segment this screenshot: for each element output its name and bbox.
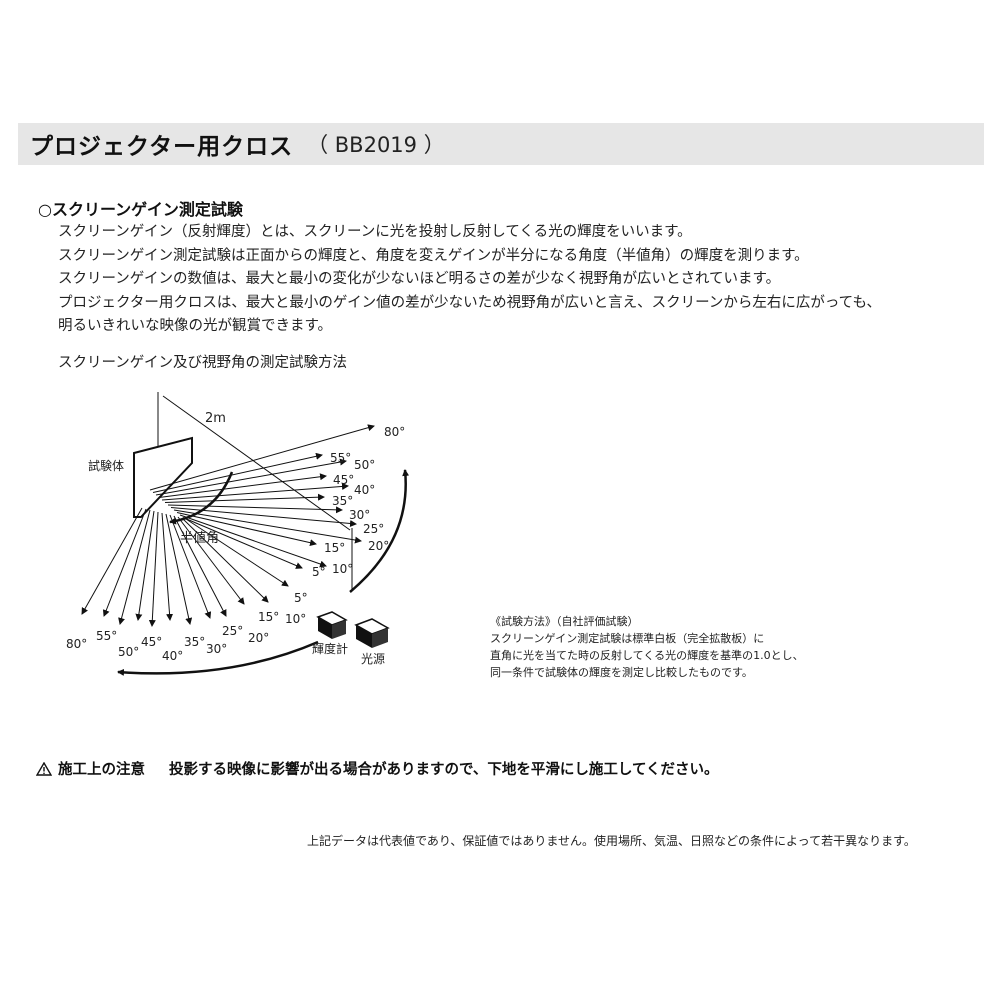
luminance-meter-icon xyxy=(316,611,348,639)
ray-arrow xyxy=(185,518,289,587)
ray-arrow xyxy=(161,482,349,501)
method-line: 直角に光を当てた時の反射してくる光の輝度を基準の1.0とし、 xyxy=(490,649,804,662)
ray-arrow xyxy=(176,512,317,547)
angle-label: 15° xyxy=(258,610,279,624)
ray-arrow xyxy=(102,508,147,617)
angle-label: 20° xyxy=(368,539,389,553)
warning-triangle-icon xyxy=(36,761,52,776)
ray-arrow xyxy=(177,516,245,605)
ray-arrow xyxy=(118,509,151,625)
diagram-caption: スクリーンゲイン及び視野角の測定試験方法 xyxy=(58,355,347,371)
angle-label: 50° xyxy=(354,458,375,472)
description: スクリーンゲイン（反射輝度）とは、スクリーンに光を投射し反射してくる光の輝度をい… xyxy=(58,221,988,339)
page-title: プロジェクター用クロス xyxy=(30,134,294,160)
light-label: 光源 xyxy=(361,652,385,666)
ray-arrow xyxy=(152,452,323,493)
description-line: スクリーンゲイン（反射輝度）とは、スクリーンに光を投射し反射してくる光の輝度をい… xyxy=(58,224,692,240)
light-source-icon xyxy=(354,618,390,648)
ray-arrow xyxy=(182,517,303,569)
test-method-note: 《試験方法》（自社評価試験） スクリーンゲイン測定試験は標準白板（完全拡散板）に… xyxy=(490,613,804,681)
caution-text: 投影する映像に影響が出る場合がありますので、下地を平滑にし施工してください。 xyxy=(169,762,719,778)
caution-label: 施工上の注意 xyxy=(58,762,145,778)
product-code: （ BB2019 ） xyxy=(307,133,445,157)
section-heading: ○スクリーンゲイン測定試験 xyxy=(38,200,243,219)
angle-label: 25° xyxy=(363,522,384,536)
angle-label: 30° xyxy=(206,642,227,656)
ray-arrow xyxy=(173,515,227,617)
method-line: 《試験方法》（自社評価試験） xyxy=(490,615,639,628)
caution-notice: 施工上の注意 投影する映像に影響が出る場合がありますので、下地を平滑にし施工して… xyxy=(36,758,719,779)
bottom-ray-fan xyxy=(81,507,289,627)
ray-arrow xyxy=(148,511,159,627)
sweep-arrow-bottom xyxy=(117,640,319,676)
angle-label: 15° xyxy=(324,541,345,555)
ray-arrow xyxy=(149,424,375,491)
ray-arrow xyxy=(135,510,155,621)
ray-arrow xyxy=(169,514,212,619)
ray-arrow xyxy=(164,493,325,503)
angle-label: 40° xyxy=(354,483,375,497)
description-line: プロジェクター用クロスは、最大と最小のゲイン値の差が少ないため視野角が広いと言え… xyxy=(58,294,882,311)
angle-label: 35° xyxy=(184,635,205,649)
angle-label: 5° xyxy=(312,565,326,579)
footnote: 上記データは代表値であり、保証値ではありません。使用場所、気温、日照などの条件に… xyxy=(307,834,916,848)
ray-arrow xyxy=(181,517,269,603)
angle-label: 20° xyxy=(248,631,269,645)
measurement-diagram: 2m 試験体 半値角 輝度計 光源 80° 55° 50° 45° 40° 35… xyxy=(66,392,410,676)
angle-label: 55° xyxy=(96,629,117,643)
angle-label: 45° xyxy=(141,635,162,649)
specimen-label: 試験体 xyxy=(88,458,124,473)
half-angle-label: 半値角 xyxy=(180,530,219,546)
angle-label: 40° xyxy=(162,649,183,663)
angle-label: 80° xyxy=(66,637,87,651)
angle-label: 55° xyxy=(330,451,351,465)
angle-label: 25° xyxy=(222,624,243,638)
description-line: スクリーンゲインの数値は、最大と最小の変化が少ないほど明るさの差が少なく視野角が… xyxy=(58,271,781,287)
ray-arrow xyxy=(158,473,327,498)
meter-label: 輝度計 xyxy=(312,641,348,656)
ray-arrow xyxy=(165,513,193,625)
angle-label: 35° xyxy=(332,494,353,508)
ray-arrow xyxy=(179,514,327,568)
ray-arrow xyxy=(81,507,143,615)
method-line: スクリーンゲイン測定試験は標準白板（完全拡散板）に xyxy=(490,632,765,645)
ray-arrow xyxy=(167,504,343,514)
ray-arrow xyxy=(161,512,174,621)
ray-arrow xyxy=(155,458,347,496)
angle-label: 10° xyxy=(332,562,353,576)
half-angle-arc xyxy=(169,471,234,525)
angle-label: 80° xyxy=(384,425,405,439)
sweep-arrow-right xyxy=(349,469,410,593)
distance-line xyxy=(162,395,351,531)
angle-label: 30° xyxy=(349,508,370,522)
title-bar: プロジェクター用クロス （ BB2019 ） xyxy=(18,123,984,165)
angle-label: 5° xyxy=(294,591,308,605)
description-line: スクリーンゲイン測定試験は正面からの輝度と、角度を変えゲインが半分になる角度（半… xyxy=(58,247,809,264)
ray-arrow xyxy=(173,509,362,544)
angle-label: 45° xyxy=(333,473,354,487)
angle-label: 10° xyxy=(285,612,306,626)
angle-label: 50° xyxy=(118,645,139,659)
angle-labels-right: 80° 55° 50° 45° 40° 35° 30° 25° 20° 15° … xyxy=(312,425,405,579)
angle-labels-bottom: 80° 55° 50° 45° 40° 35° 30° 25° 20° 15° … xyxy=(66,591,308,663)
method-line: 同一条件で試験体の輝度を測定し比較したものです。 xyxy=(490,666,753,679)
distance-label: 2m xyxy=(205,411,226,426)
description-line: 明るいきれいな映像の光が観賞できます。 xyxy=(58,318,333,334)
